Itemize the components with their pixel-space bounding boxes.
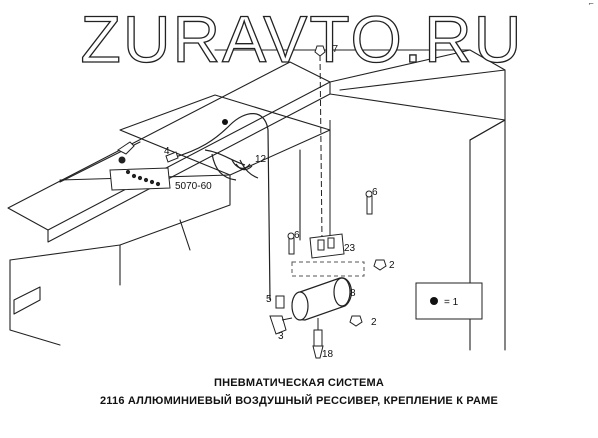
label-12: 12 <box>255 154 267 165</box>
label-5: 5 <box>266 294 272 305</box>
label-6a: 6 <box>372 187 378 198</box>
label-23: 23 <box>344 243 356 254</box>
label-4: 4 <box>164 146 170 157</box>
bolt-6b <box>287 232 295 255</box>
connector-block <box>109 141 171 191</box>
legend-box: = 1 <box>415 282 483 320</box>
label-8: 8 <box>350 288 356 299</box>
label-18: 18 <box>322 349 334 360</box>
watermark-text: ZURAVTO.RU <box>81 4 524 70</box>
caption-subtitle: 2116 АЛЛЮМИНИЕВЫЙ ВОЗДУШНЫЙ РЕССИВЕР, КР… <box>99 395 499 407</box>
part-4 <box>165 151 179 163</box>
bracket-outline-dashed <box>291 261 365 277</box>
label-2a: 2 <box>389 260 395 271</box>
corner-mark: ⌐ <box>588 0 594 8</box>
part-3 <box>269 315 293 335</box>
label-3: 3 <box>278 331 284 342</box>
legend-text: = 1 <box>444 297 459 308</box>
label-6b: 6 <box>294 230 300 241</box>
bolt-6a <box>365 190 373 215</box>
assembly-line-dashed <box>319 54 323 241</box>
label-5070-60: 5070-60 <box>175 181 212 192</box>
label-2b: 2 <box>371 317 377 328</box>
caption-title: ПНЕВМАТИЧЕСКАЯ СИСТЕМА <box>213 377 385 389</box>
legend-dot-icon <box>430 297 438 305</box>
air-line <box>171 113 271 301</box>
legend-dot-marker-top <box>222 119 228 125</box>
part-17 <box>314 45 326 57</box>
part-18 <box>312 329 324 359</box>
part-12 <box>231 159 253 171</box>
watermark-logo: ZURAVTO.RU <box>80 4 524 70</box>
nut-2b <box>349 315 363 327</box>
label-17: 17 <box>327 44 339 55</box>
air-receiver-tank <box>291 277 353 321</box>
nut-2a <box>373 259 387 271</box>
bracket-23 <box>309 233 345 259</box>
part-5 <box>275 295 285 309</box>
